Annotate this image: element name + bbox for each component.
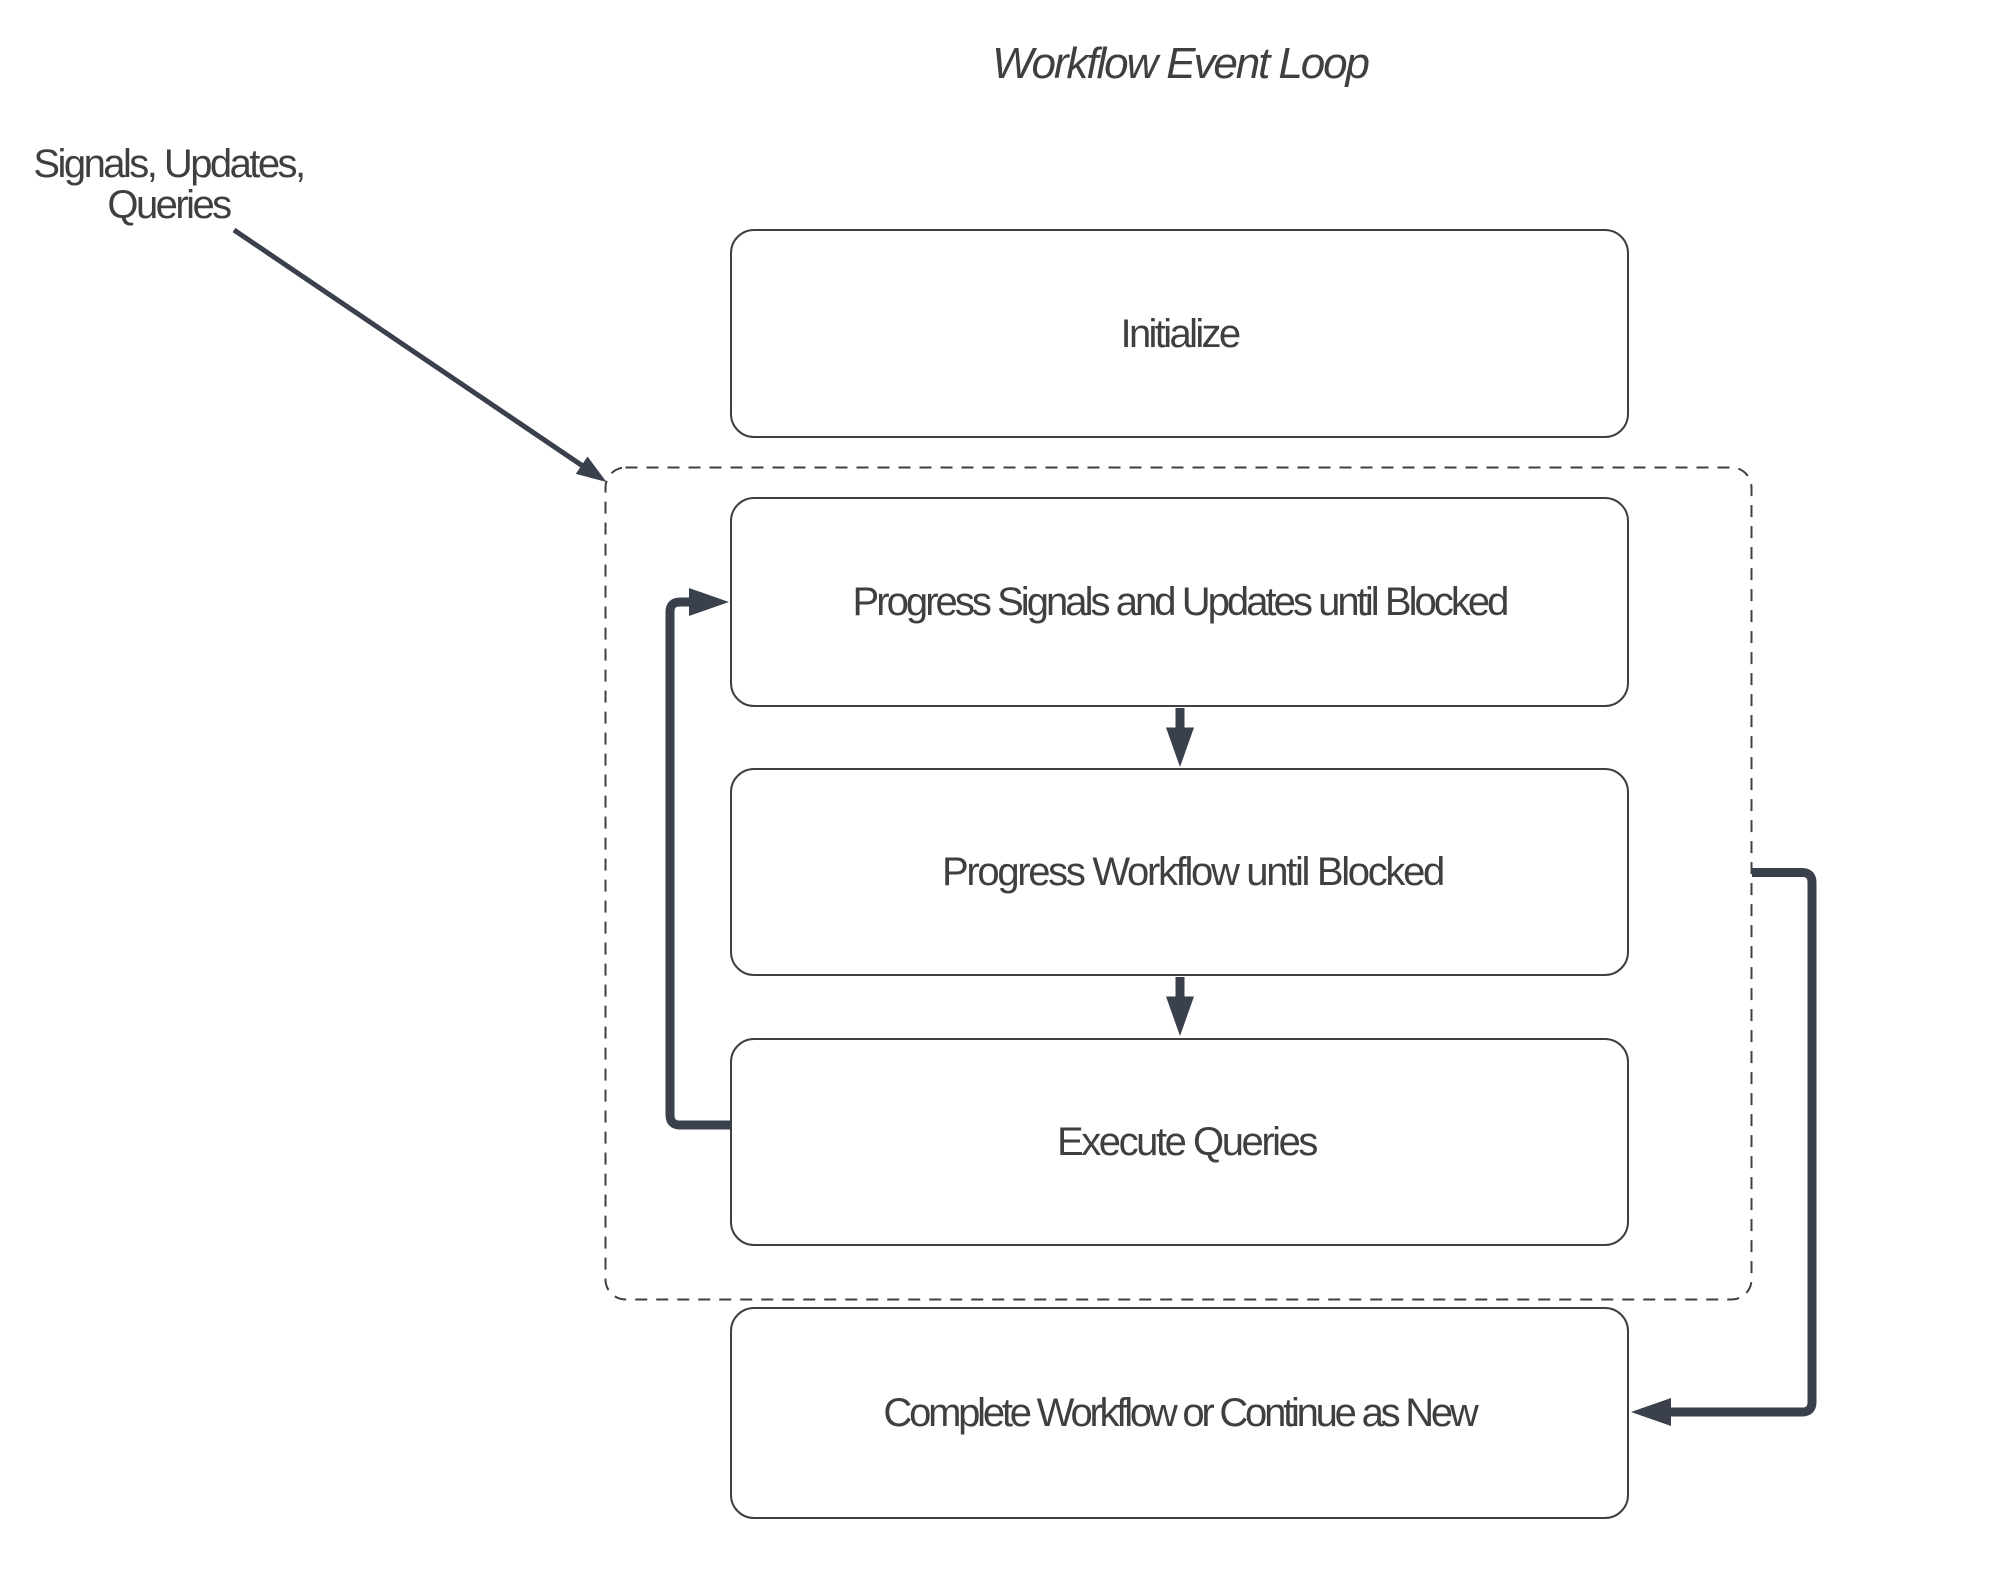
node-initialize: Initialize	[730, 229, 1629, 438]
edge-execute-queries-to-progress-signals	[665, 588, 731, 1130]
edge-progress-signals-to-progress-workflow	[1166, 708, 1194, 767]
node-execute-queries: Execute Queries	[730, 1038, 1629, 1246]
node-complete-workflow-label: Complete Workflow or Continue as New	[883, 1391, 1478, 1435]
node-initialize-label: Initialize	[1120, 311, 1241, 356]
edge-annotation-to-group	[232, 227, 607, 482]
edge-group-to-complete-workflow	[1631, 868, 1817, 1426]
node-progress-workflow-label: Progress Workflow until Blocked	[942, 850, 1445, 894]
annotation-line-1: Signals, Updates,	[33, 142, 306, 186]
signals-updates-queries-label: Signals, Updates, Queries	[24, 144, 313, 226]
diagram-title: Workflow Event Loop	[992, 39, 1370, 88]
annotation-line-2: Queries	[107, 183, 232, 227]
node-execute-queries-label: Execute Queries	[1057, 1120, 1318, 1164]
edge-progress-workflow-to-execute-queries	[1166, 977, 1194, 1036]
node-complete-workflow: Complete Workflow or Continue as New	[730, 1307, 1629, 1519]
node-progress-workflow: Progress Workflow until Blocked	[730, 768, 1629, 976]
node-progress-signals-and-updates: Progress Signals and Updates until Block…	[730, 497, 1629, 707]
node-progress-signals-label: Progress Signals and Updates until Block…	[852, 580, 1510, 624]
